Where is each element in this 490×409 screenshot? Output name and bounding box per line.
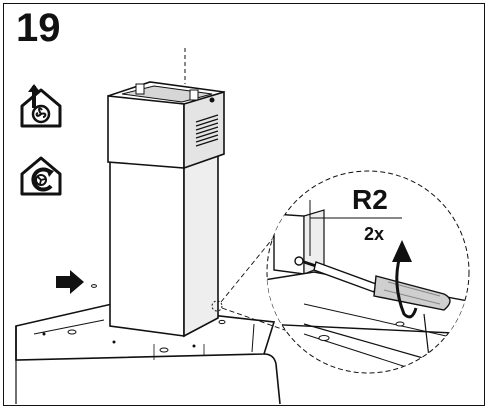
upper-chimney <box>107 48 225 170</box>
pointing-arrow-icon <box>56 270 84 294</box>
detail-target-marker <box>211 300 223 312</box>
part-code-label: R2 <box>352 184 388 215</box>
hood-illustration <box>15 48 470 405</box>
zoom-detail <box>266 170 470 374</box>
screwdriver <box>303 260 451 311</box>
lower-chimney <box>109 149 219 338</box>
step-number: 19 <box>16 6 61 50</box>
rotation-arrow-icon <box>395 255 418 319</box>
recirculation-mode-icon <box>18 152 64 198</box>
ducted-mode-icon <box>18 84 64 130</box>
instruction-panel: 19 <box>3 3 485 406</box>
quantity-label: 2x <box>364 224 385 244</box>
